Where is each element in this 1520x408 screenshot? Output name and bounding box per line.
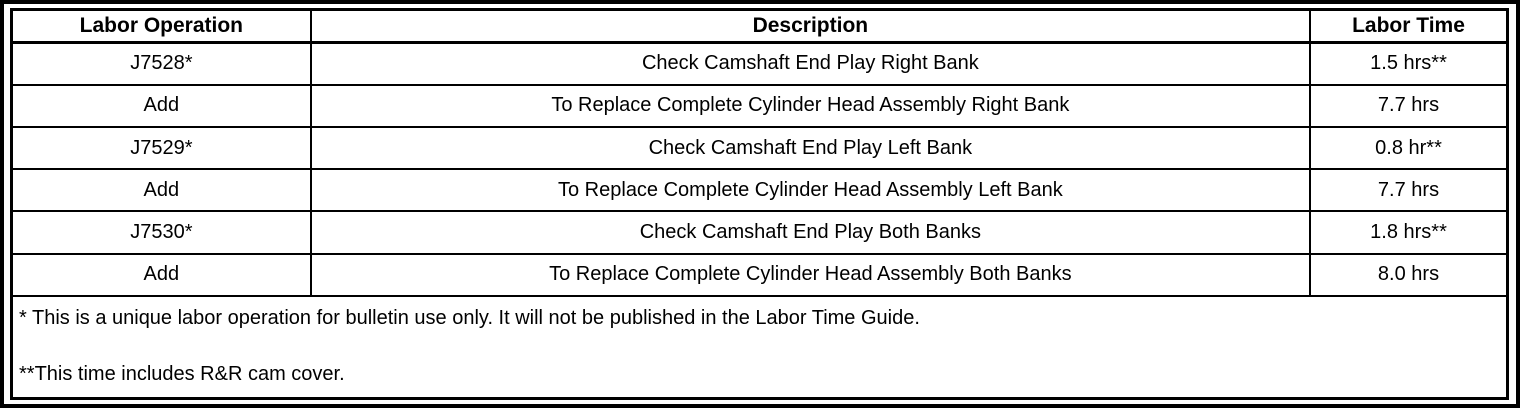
column-header-labor-operation: Labor Operation <box>10 8 312 44</box>
footnote-rr-cam-cover: **This time includes R&R cam cover. <box>19 362 345 385</box>
operation-cell: Add <box>10 83 312 128</box>
operation-cell: J7529* <box>10 125 312 171</box>
time-cell: 7.7 hrs <box>1309 168 1509 213</box>
table-row: J7528* Check Camshaft End Play Right Ban… <box>10 41 1509 86</box>
operation-cell: J7528* <box>10 41 312 86</box>
time-cell: 1.8 hrs** <box>1309 210 1509 255</box>
footnote-cell: * This is a unique labor operation for b… <box>10 294 1509 400</box>
description-cell: Check Camshaft End Play Right Bank <box>309 41 1312 86</box>
table-row: Add To Replace Complete Cylinder Head As… <box>10 168 1509 213</box>
description-cell: To Replace Complete Cylinder Head Assemb… <box>309 252 1312 297</box>
operation-cell: Add <box>10 168 312 213</box>
description-cell: To Replace Complete Cylinder Head Assemb… <box>309 168 1312 213</box>
column-header-labor-time: Labor Time <box>1309 8 1509 44</box>
table-row: Add To Replace Complete Cylinder Head As… <box>10 252 1509 297</box>
labor-time-table: Labor Operation Description Labor Time J… <box>10 8 1509 400</box>
table-row: J7530* Check Camshaft End Play Both Bank… <box>10 210 1509 255</box>
description-cell: Check Camshaft End Play Left Bank <box>309 125 1312 171</box>
header-row: Labor Operation Description Labor Time <box>10 8 1509 44</box>
table-row: Add To Replace Complete Cylinder Head As… <box>10 83 1509 128</box>
footnote-unique-operation: * This is a unique labor operation for b… <box>19 306 920 329</box>
table-row: J7529* Check Camshaft End Play Left Bank… <box>10 125 1509 171</box>
footnote-row: * This is a unique labor operation for b… <box>10 294 1509 400</box>
time-cell: 7.7 hrs <box>1309 83 1509 128</box>
column-header-description: Description <box>309 8 1312 44</box>
table-header: Labor Operation Description Labor Time <box>10 8 1509 44</box>
operation-cell: J7530* <box>10 210 312 255</box>
time-cell: 8.0 hrs <box>1309 252 1509 297</box>
table-body: J7528* Check Camshaft End Play Right Ban… <box>10 41 1509 400</box>
description-cell: Check Camshaft End Play Both Banks <box>309 210 1312 255</box>
description-cell: To Replace Complete Cylinder Head Assemb… <box>309 83 1312 128</box>
operation-cell: Add <box>10 252 312 297</box>
time-cell: 1.5 hrs** <box>1309 41 1509 86</box>
time-cell: 0.8 hr** <box>1309 125 1509 171</box>
